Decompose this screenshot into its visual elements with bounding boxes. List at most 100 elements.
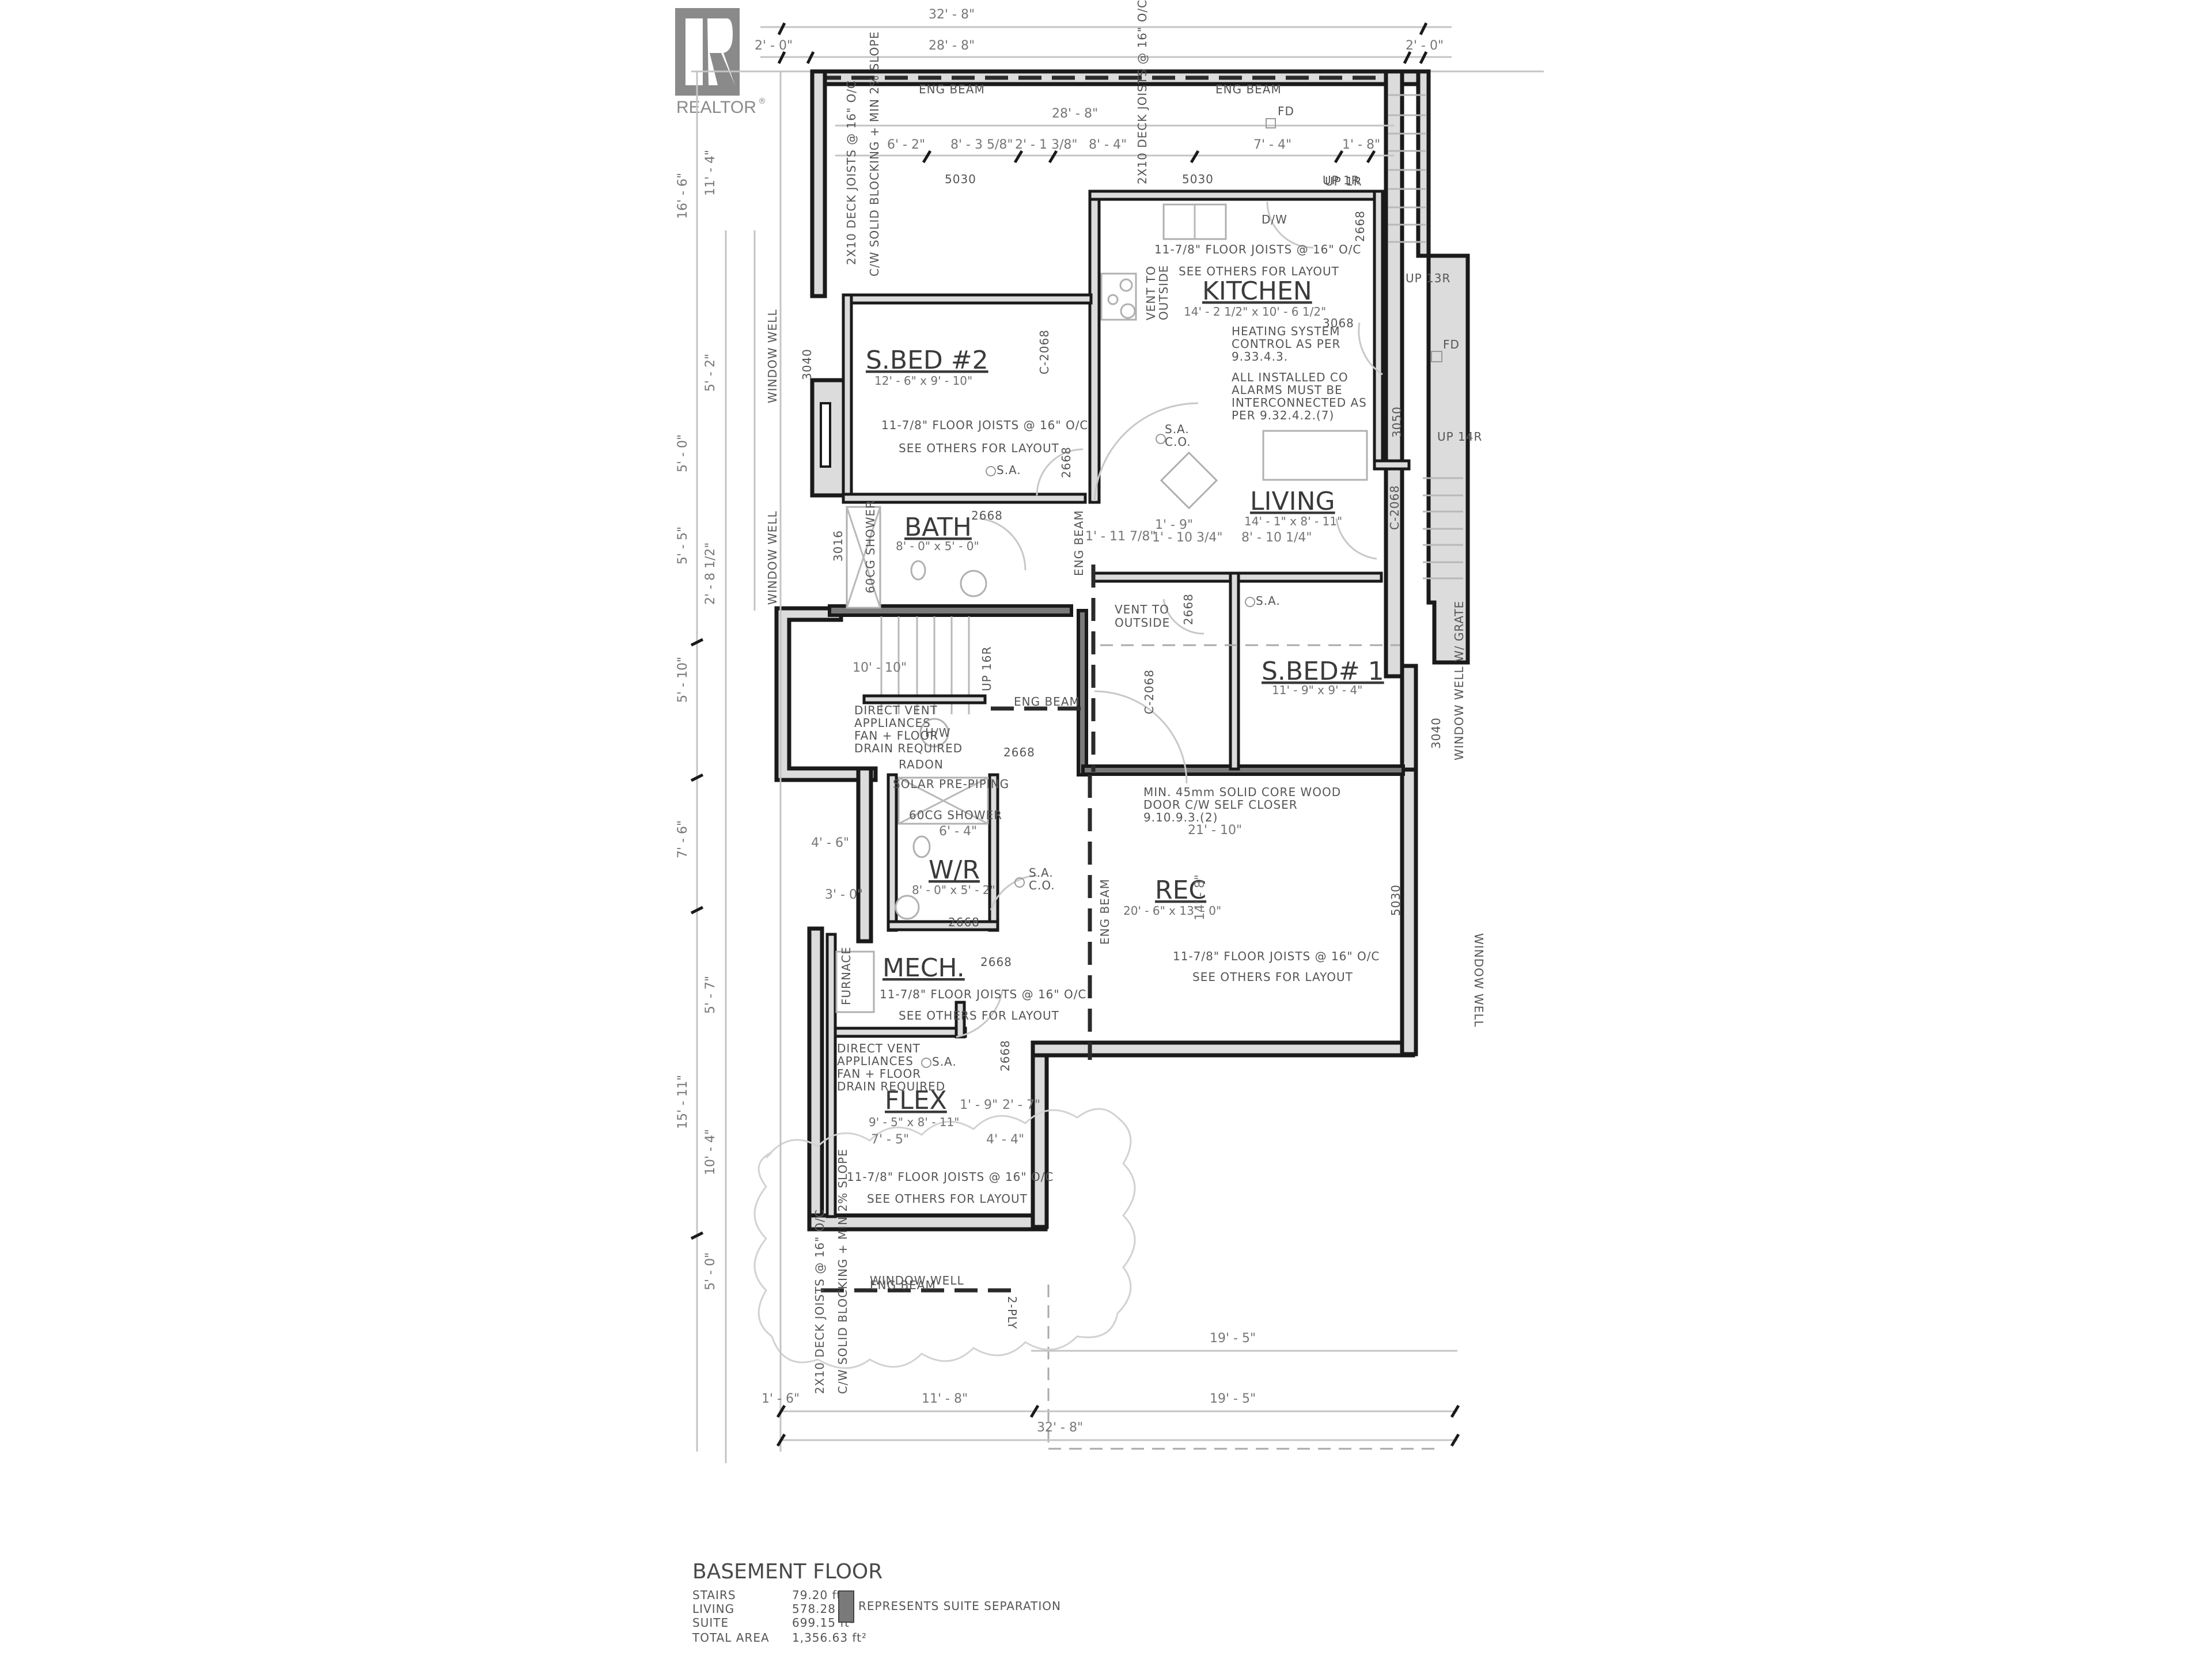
dim-top-right: 2' - 0" — [1406, 39, 1444, 53]
room-sbed2-name: S.BED #2 — [866, 346, 988, 375]
note-joists-sbed2: 11-7/8" FLOOR JOISTS @ 16" O/C — [881, 418, 1088, 432]
note-dw: D/W — [1262, 213, 1287, 226]
note-direct-vent-flex-2: APPLIANCES — [837, 1054, 914, 1068]
room-labels: KITCHEN 14' - 2 1/2" x 10' - 6 1/2" LIVI… — [866, 276, 1384, 1129]
room-sbed2-size: 12' - 6" x 9' - 10" — [874, 374, 972, 388]
dim-seg-5: 7' - 4" — [1253, 138, 1291, 152]
note-window-well-grate: WINDOW WELL W/ GRATE — [1452, 601, 1466, 760]
dim-flex-a: 1' - 9" — [960, 1098, 998, 1112]
note-joists-kitchen: 11-7/8" FLOOR JOISTS @ 16" O/C — [1154, 243, 1361, 256]
dim-top-mid: 28' - 8" — [929, 39, 975, 53]
left-dimensions: 16' - 6" 5' - 0" 5' - 5" 5' - 10" 7' - 6… — [676, 71, 863, 1463]
dim-left-2: 5' - 0" — [676, 434, 690, 472]
room-bath-name: BATH — [904, 513, 972, 542]
top-dimensions: 32' - 8" 28' - 8" 2' - 0" 2' - 0" — [691, 7, 1544, 73]
note-hw: H/W — [925, 726, 951, 740]
dim-living-c: 1' - 10 3/4" — [1152, 531, 1222, 545]
note-furnace: FURNACE — [839, 946, 853, 1005]
dim-seg-4: 8' - 4" — [1089, 138, 1127, 152]
window-3040-left: 3040 — [800, 349, 814, 380]
room-kitchen-size: 14' - 2 1/2" x 10' - 6 1/2" — [1184, 305, 1326, 319]
door-2668-stairs: 2668 — [1003, 745, 1035, 759]
dim-inner-top: 28' - 8" — [1052, 107, 1098, 121]
stairs-up-13r: UP 13R — [1406, 271, 1450, 285]
dim-seg-3: 2' - 1 3/8" — [1015, 138, 1078, 152]
door-swings — [956, 201, 1383, 1038]
room-living-size: 14' - 1" x 8' - 11" — [1244, 514, 1342, 528]
note-co-1: ALL INSTALLED CO — [1232, 370, 1349, 384]
dim-seg-1: 6' - 2" — [887, 138, 925, 152]
note-sa-kitchen: S.A. — [1165, 422, 1190, 436]
door-2668-sbed1: 2668 — [1181, 593, 1195, 625]
note-co-3: INTERCONNECTED AS — [1232, 396, 1367, 410]
note-solid-door-2: DOOR C/W SELF CLOSER — [1143, 798, 1298, 812]
door-3068-kitchen: 3068 — [1323, 316, 1354, 330]
note-co-kitchen: C.O. — [1165, 435, 1191, 449]
window-5030-rec: 5030 — [1389, 884, 1403, 916]
window-3016-bath: 3016 — [831, 530, 845, 562]
note-see-others-mech: SEE OTHERS FOR LAYOUT — [899, 1009, 1059, 1022]
window-5030-top-right: 5030 — [1182, 172, 1214, 186]
dim-living-b: 1' - 9" — [1155, 518, 1193, 532]
note-vent-outside-2: OUTSIDE — [1115, 616, 1170, 630]
door-2668-sbed2: 2668 — [1059, 446, 1073, 478]
room-sbed1-name: S.BED# 1 — [1262, 657, 1384, 686]
note-heating-1: HEATING SYSTEM — [1232, 324, 1340, 338]
fd-right-label: FD — [1443, 338, 1460, 351]
dim-bottom-upper: 19' - 5" — [1210, 1331, 1256, 1346]
area-total-value: 1,356.63 ft² — [792, 1631, 867, 1645]
note-eng-beam-top-right: ENG BEAM — [1215, 82, 1282, 96]
dim-bottom-seg-1: 1' - 6" — [762, 1392, 800, 1406]
note-direct-vent-3: FAN + FLOOR — [854, 729, 938, 743]
note-direct-vent-flex-1: DIRECT VENT — [837, 1041, 921, 1055]
note-window-well-3: WINDOW WELL — [870, 1274, 964, 1287]
dim-left-3: 5' - 5" — [676, 527, 690, 565]
interior-dimensions: 1' - 11 7/8" 1' - 9" 1' - 10 3/4" 8' - 1… — [871, 518, 1312, 1147]
dim-left-1: 16' - 6" — [676, 173, 690, 219]
area-stairs-value: 79.20 ft² — [792, 1588, 847, 1602]
note-co-4: PER 9.32.4.2.(7) — [1232, 408, 1334, 422]
note-vent-outside-kitchen-2: OUTSIDE — [1157, 265, 1171, 320]
closet-c2068-sbed1: C-2068 — [1142, 669, 1156, 714]
room-mech-name: MECH. — [882, 953, 965, 983]
tree-outline — [753, 1108, 1136, 1369]
dim-3-0: 3' - 0" — [825, 888, 863, 902]
note-up-1r-left: UP 1R — [1325, 175, 1362, 188]
note-shower-wr: 60CG SHOWER — [909, 808, 1002, 822]
stairs-up-16r: UP 16R — [980, 646, 994, 691]
note-joists-mech: 11-7/8" FLOOR JOISTS @ 16" O/C — [880, 987, 1086, 1001]
dim-top-overall: 32' - 8" — [929, 7, 975, 22]
note-eng-beam-center: ENG BEAM — [1014, 695, 1080, 709]
room-wr-size: 8' - 0" x 5' - 2" — [912, 883, 995, 897]
area-stairs-label: STAIRS — [692, 1588, 736, 1602]
note-joists-rec: 11-7/8" FLOOR JOISTS @ 16" O/C — [1173, 949, 1380, 963]
note-shower-bath: 60CG SHOWER — [863, 500, 877, 593]
note-two-ply: 2-PLY — [1005, 1296, 1019, 1330]
dim-living-a: 1' - 11 7/8" — [1085, 529, 1156, 544]
room-living-name: LIVING — [1250, 487, 1335, 516]
note-co-wr: C.O. — [1029, 878, 1055, 892]
fixtures — [835, 203, 1368, 1013]
dim-seg-2: 8' - 3 5/8" — [950, 138, 1013, 152]
note-solid-door-3: 9.10.9.3.(2) — [1143, 810, 1218, 824]
eng-beams — [821, 565, 1440, 1450]
stairs-up-1r: UP 1R — [1323, 173, 1360, 187]
area-living-label: LIVING — [692, 1602, 734, 1616]
dim-left-4: 5' - 10" — [676, 657, 690, 703]
suite-separation-swatch — [838, 1590, 854, 1623]
dim-wr-shower: 6' - 4" — [939, 824, 977, 839]
room-flex-name: FLEX — [885, 1086, 947, 1115]
exterior-walls — [774, 69, 1470, 1232]
door-2668-flex: 2668 — [998, 1040, 1012, 1071]
note-deck-joists-bottom: 2X10 DECK JOISTS @ 16" O/C — [813, 1209, 827, 1394]
note-eng-beam-vertical-2: ENG BEAM — [1098, 878, 1112, 945]
window-5030-top-left: 5030 — [945, 172, 976, 186]
note-window-well-1: WINDOW WELL — [766, 309, 779, 403]
realtor-brand-text: REALTOR — [676, 98, 756, 117]
note-sa-sbed1: S.A. — [1256, 594, 1281, 608]
note-direct-vent-2: APPLIANCES — [854, 716, 931, 730]
right-stairs: UP 13R UP 14R UP 1R FD — [1323, 94, 1482, 579]
door-2668-mech: 2668 — [980, 955, 1012, 969]
note-see-others-rec: SEE OTHERS FOR LAYOUT — [1192, 970, 1353, 984]
dim-flex-c: 7' - 5" — [871, 1132, 909, 1147]
